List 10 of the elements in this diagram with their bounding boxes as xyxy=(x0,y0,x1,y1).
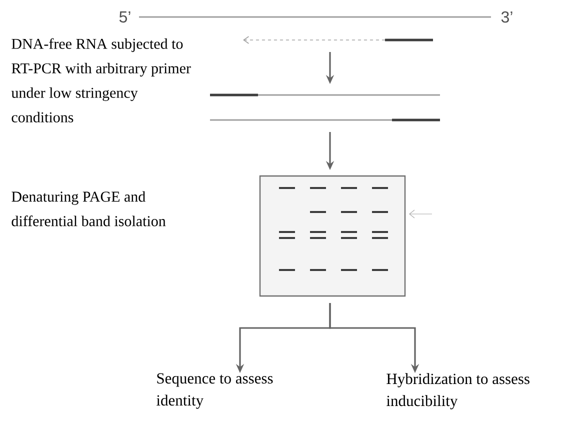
result-text: Hybridization to assess inducibility xyxy=(386,373,530,410)
step-description: DNA-free RNA subjected to RT-PCR with arbitrary primer under low stringency conditions xyxy=(11,38,191,122)
strand-end-label: 3’ xyxy=(501,11,512,23)
gel-drawing xyxy=(259,175,406,297)
pcr-product-drawing xyxy=(210,94,440,122)
result-text: Sequence to assess identity xyxy=(156,373,273,409)
pointer-arrow xyxy=(409,210,432,218)
step-description: Denaturing PAGE and differential band isolation xyxy=(12,191,166,226)
strand-end-label: 5’ xyxy=(119,11,130,23)
primer-extension-drawing xyxy=(243,36,433,44)
